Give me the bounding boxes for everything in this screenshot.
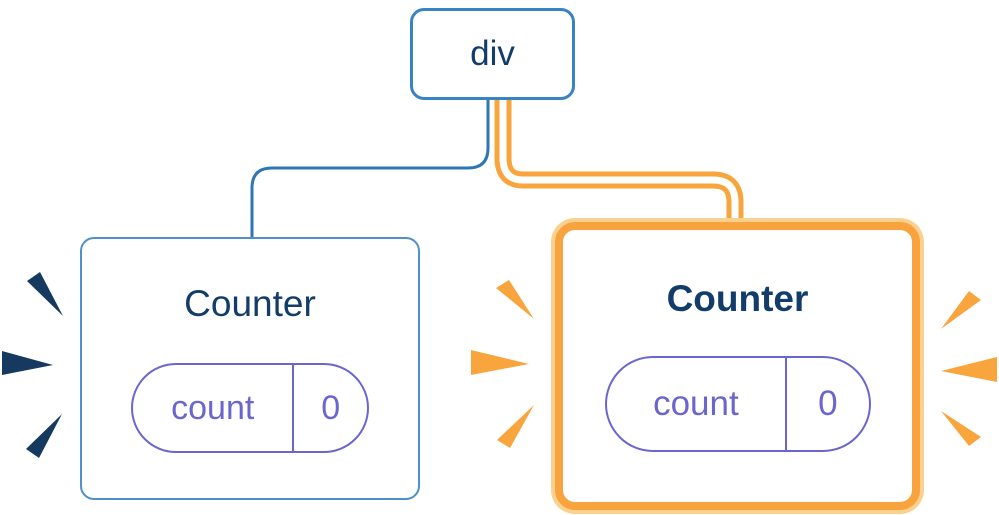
counter-title-right: Counter: [666, 278, 809, 319]
state-key-right: count: [653, 384, 739, 423]
pill-divider: [785, 358, 788, 450]
state-pill-left: count 0: [131, 363, 369, 453]
spark-icon: [497, 405, 534, 448]
root-node-label: div: [470, 34, 515, 73]
spark-icon: [941, 357, 997, 382]
spark-burst-right: [941, 291, 997, 446]
spark-icon: [471, 350, 529, 375]
state-pill-right: count 0: [604, 356, 871, 452]
spark-icon: [496, 280, 534, 319]
state-value-left: 0: [321, 388, 341, 427]
spark-icon: [26, 414, 62, 458]
counter-title-left: Counter: [184, 283, 316, 324]
state-key-left: count: [171, 388, 255, 427]
edge-div-to-right-counter-core: [499, 98, 739, 235]
edge-div-to-right-counter: [494, 98, 744, 235]
state-value-right: 0: [818, 384, 838, 423]
spark-icon: [941, 291, 981, 329]
counter-card-right: Counter count 0: [555, 222, 920, 510]
edge-div-to-left-counter: [250, 98, 490, 240]
counter-card-left: Counter count 0: [80, 237, 420, 500]
spark-icon: [941, 411, 981, 446]
root-node-div: div: [410, 8, 575, 100]
spark-icon: [27, 272, 63, 316]
pill-divider: [292, 365, 295, 451]
spark-icon: [2, 351, 53, 375]
spark-burst-middle: [471, 280, 534, 448]
spark-burst-left: [2, 272, 63, 458]
